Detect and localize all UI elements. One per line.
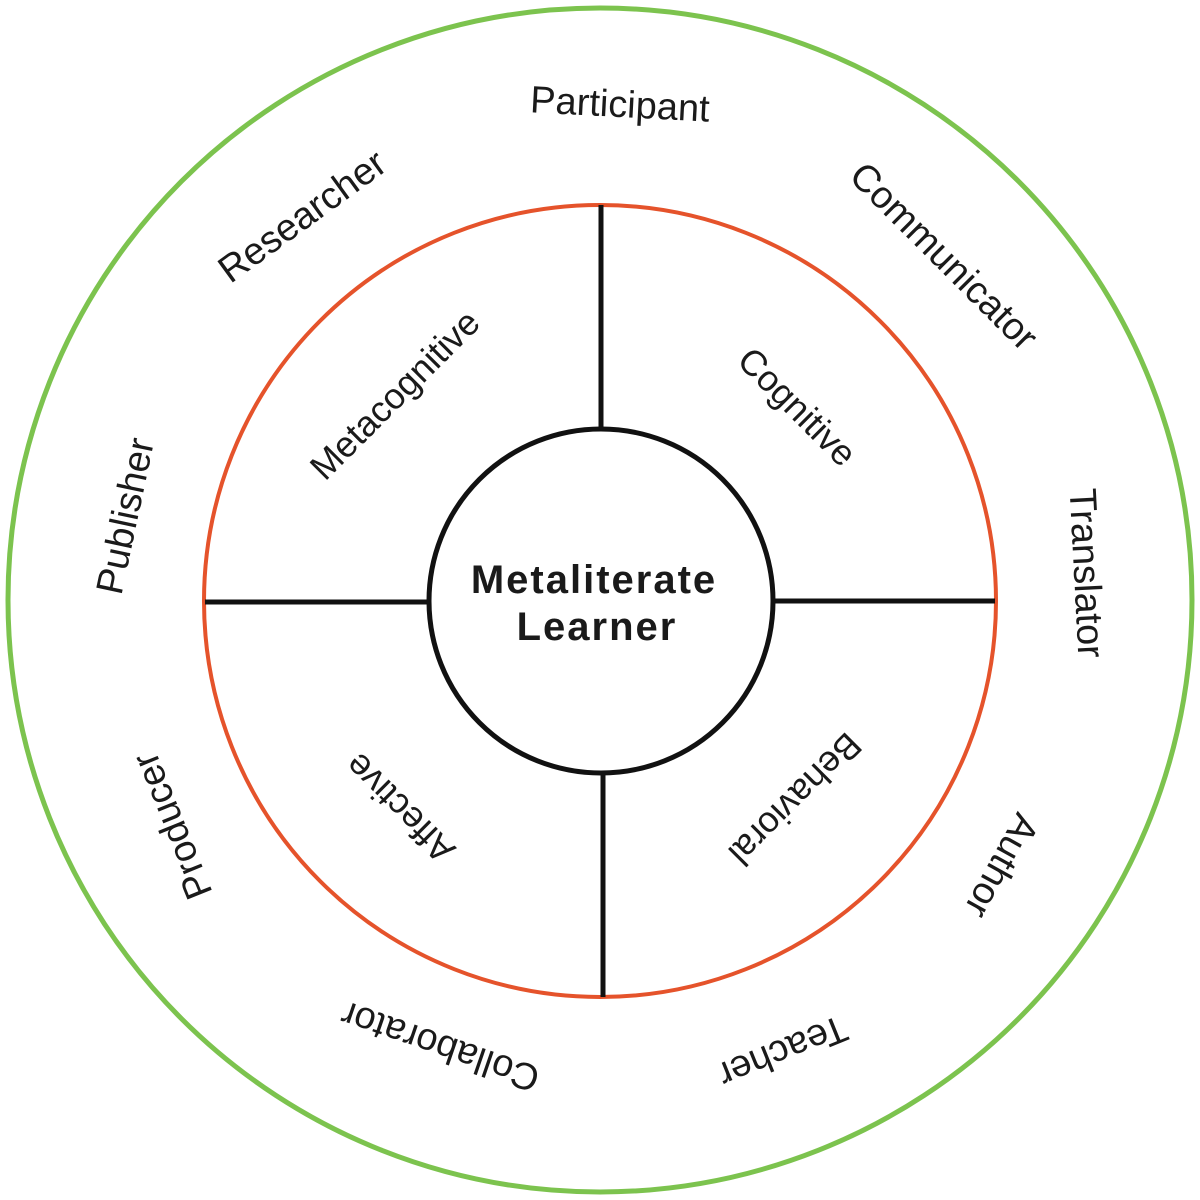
- domain-cognitive: Cognitive: [730, 339, 865, 474]
- role-publisher: Publisher: [89, 434, 163, 598]
- center-title-line1: Metaliterate: [471, 558, 717, 602]
- outer-ring: [5, 5, 1195, 1195]
- center-title-line2: Learner: [517, 605, 678, 649]
- role-translator: Translator: [1061, 487, 1112, 659]
- role-collaborator: Collaborator: [335, 992, 545, 1099]
- role-teacher: Teacher: [712, 1006, 853, 1096]
- role-researcher: Researcher: [211, 142, 395, 292]
- role-communicator: Communicator: [841, 155, 1046, 360]
- role-author: Author: [955, 806, 1046, 925]
- role-producer: Producer: [124, 746, 221, 905]
- center-circle: [426, 426, 776, 776]
- domain-behavioral: Behavioral: [721, 725, 870, 874]
- role-participant: Participant: [529, 79, 711, 130]
- domain-metacognitive: Metacognitive: [302, 302, 488, 488]
- domain-affective: Affective: [337, 745, 463, 871]
